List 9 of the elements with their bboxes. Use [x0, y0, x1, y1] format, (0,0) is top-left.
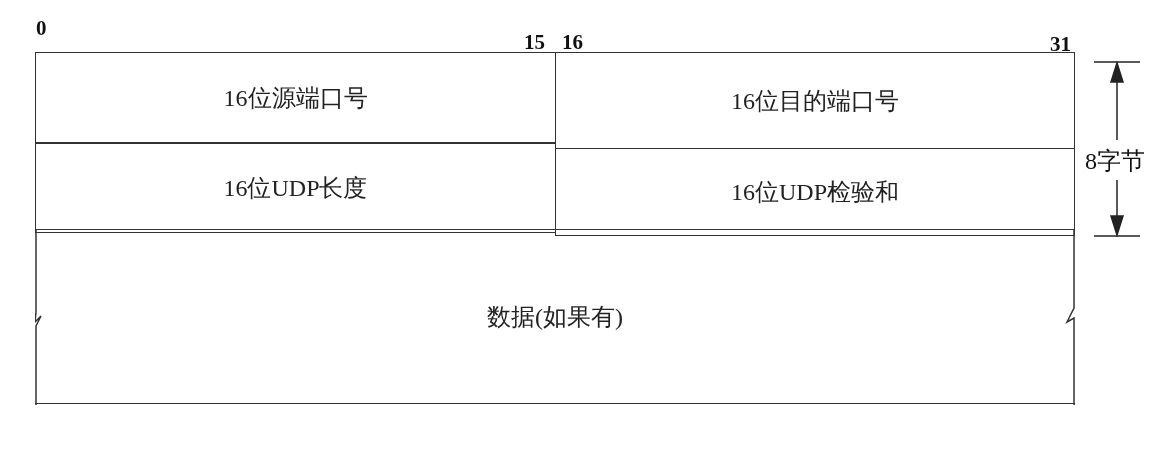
header-field: 16位UDP检验和: [555, 148, 1075, 236]
dimension-label: 8字节: [1085, 147, 1145, 176]
bit-number: 15: [524, 30, 545, 55]
header-field: 16位目的端口号: [555, 52, 1075, 149]
bit-number: 0: [36, 16, 47, 41]
data-field: 数据(如果有): [35, 229, 1075, 404]
header-field: 16位UDP长度: [35, 142, 556, 233]
bit-number: 16: [562, 30, 583, 55]
header-field: 16位源端口号: [35, 52, 556, 144]
